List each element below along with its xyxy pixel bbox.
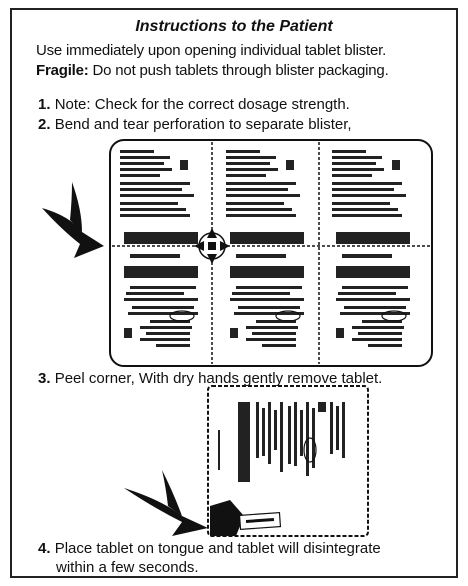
step-2: 2. Bend and tear perforation to separate… [38,116,352,133]
instructions-panel: Instructions to the Patient Use immediat… [10,8,458,578]
fragile-text: Do not push tablets through blister pack… [92,62,389,79]
step-1: 1. Note: Check for the correct dosage st… [38,96,350,113]
step-4-continued: within a few seconds. [56,559,199,576]
intro-line-2: Fragile: Do not push tablets through bli… [36,62,389,79]
instructions-title: Instructions to the Patient [135,18,333,35]
fragile-label: Fragile: [36,62,89,79]
arrow-icon [42,182,104,258]
perforation-cross-icon [194,228,230,264]
step-3: 3. Peel corner, With dry hands gently re… [38,370,383,387]
blister-card-illustration [42,139,433,367]
step-4: 4. Place tablet on tongue and tablet wil… [38,540,381,557]
intro-line-1: Use immediately upon opening individual … [36,42,387,59]
